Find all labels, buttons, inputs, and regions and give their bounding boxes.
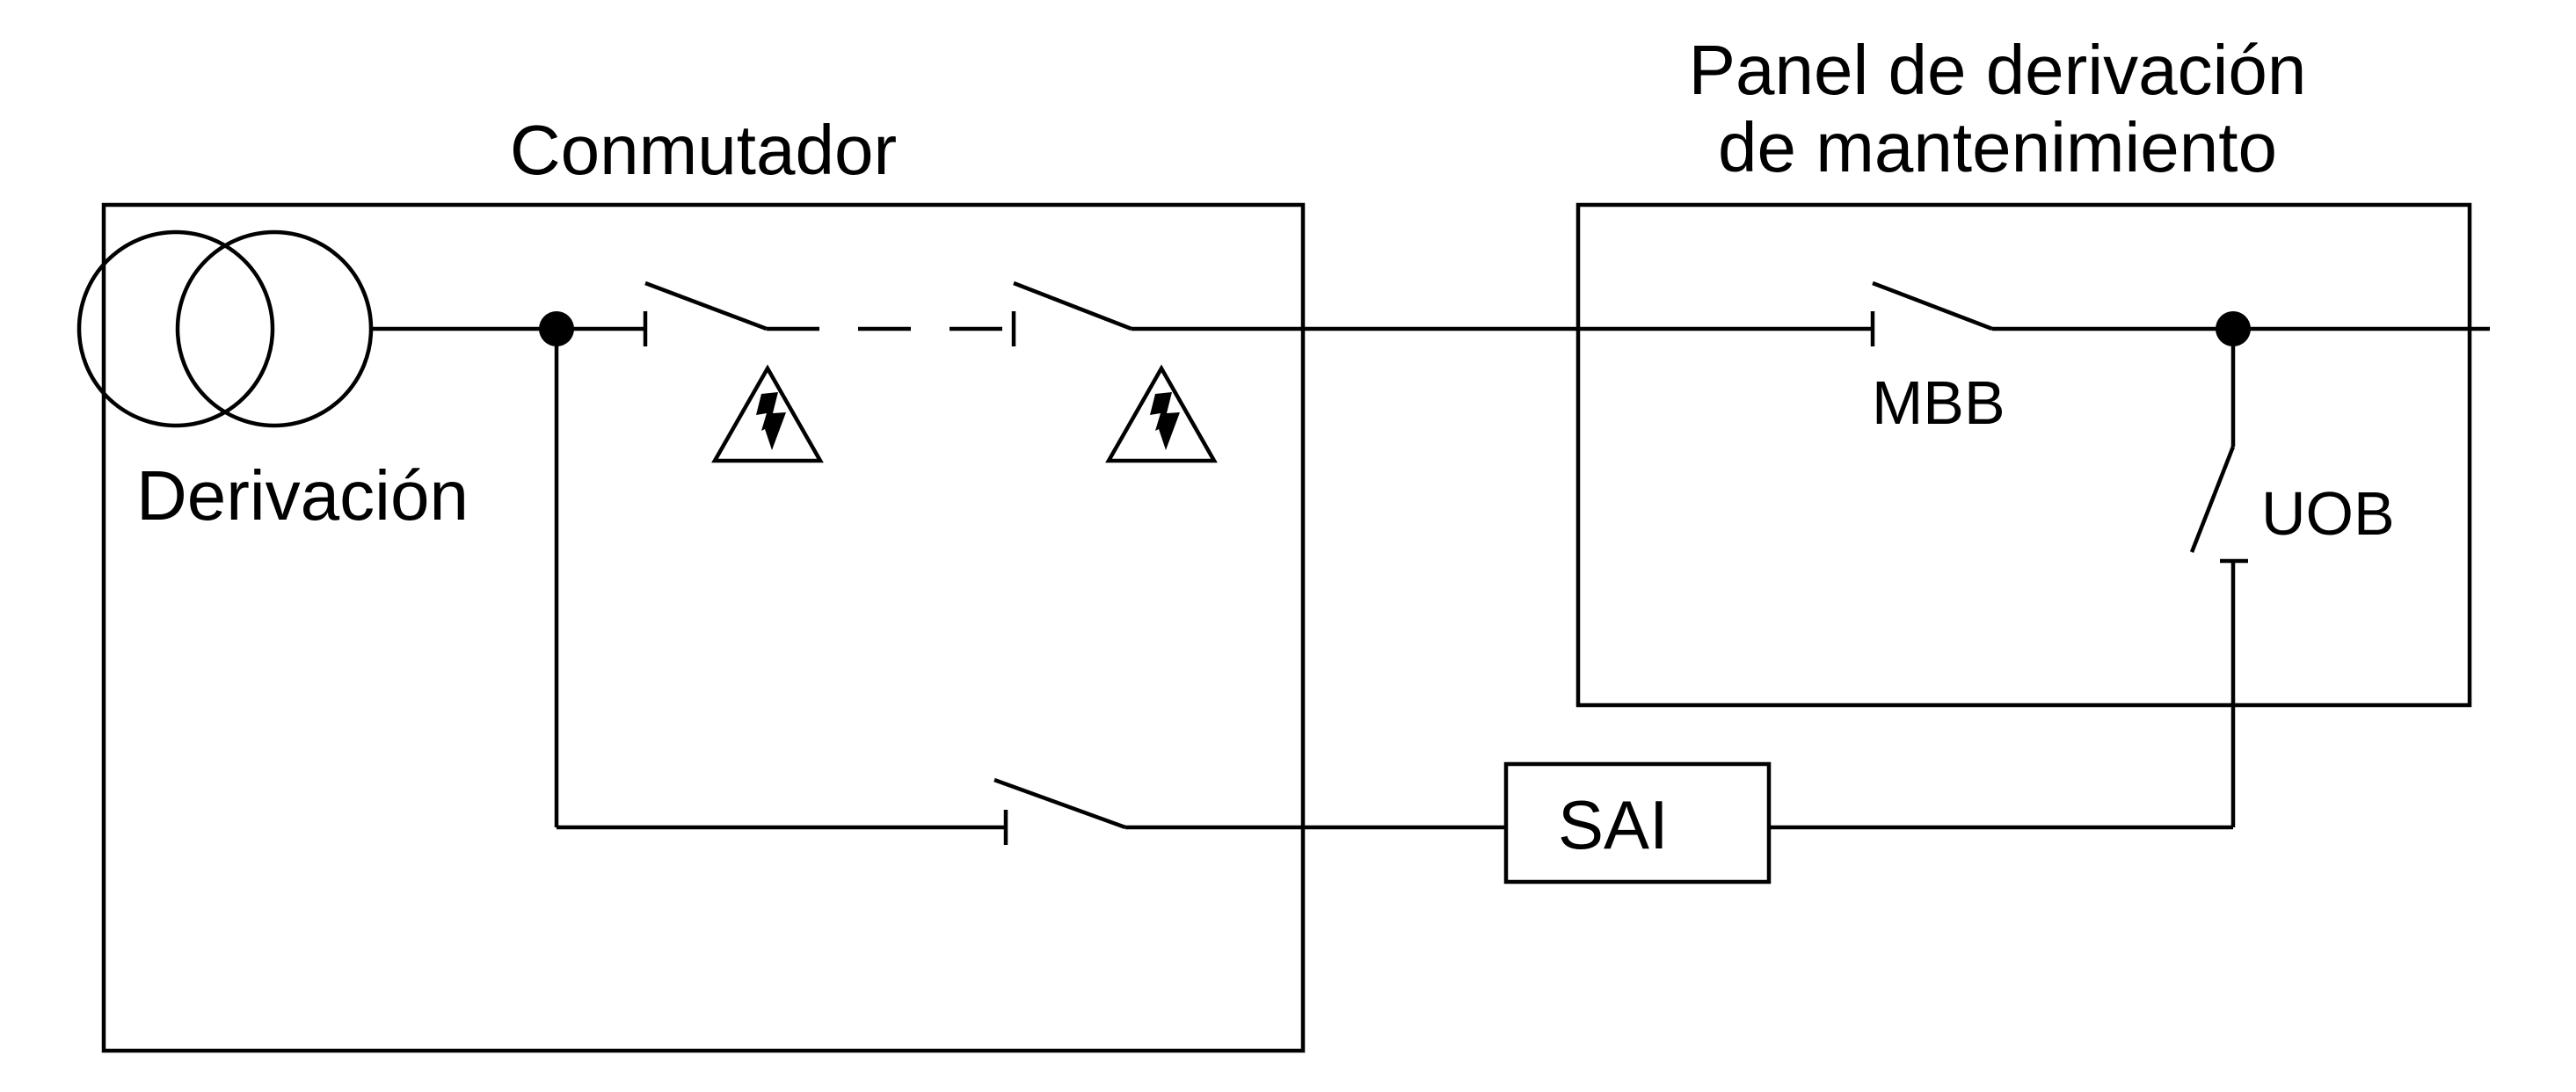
high-voltage-warning-icon [711,364,824,463]
ups-input-switch-blade [993,777,1126,830]
sai-label: SAI [1558,786,1669,863]
high-voltage-warning-icon [1105,364,1218,463]
mbb-switch-blade [1872,280,1993,331]
uob-label: UOB [2261,479,2395,548]
sai-box [1503,761,1772,885]
mbb-label: MBB [1872,368,2005,437]
panel-title-line1: Panel de derivación [1689,31,2307,109]
uob-switch-blade [2189,446,2236,553]
maintenance-bypass-panel-box [1575,202,2472,708]
panel-title-line2: de mantenimiento [1718,108,2277,186]
derivacion-label: Derivación [136,456,469,535]
transformer-icon [76,229,374,428]
bypass-switch-1-blade [644,280,768,331]
conmutador-box [101,202,1306,1053]
bypass-switch-2-blade [1013,280,1132,331]
conmutador-title: Conmutador [510,111,897,189]
